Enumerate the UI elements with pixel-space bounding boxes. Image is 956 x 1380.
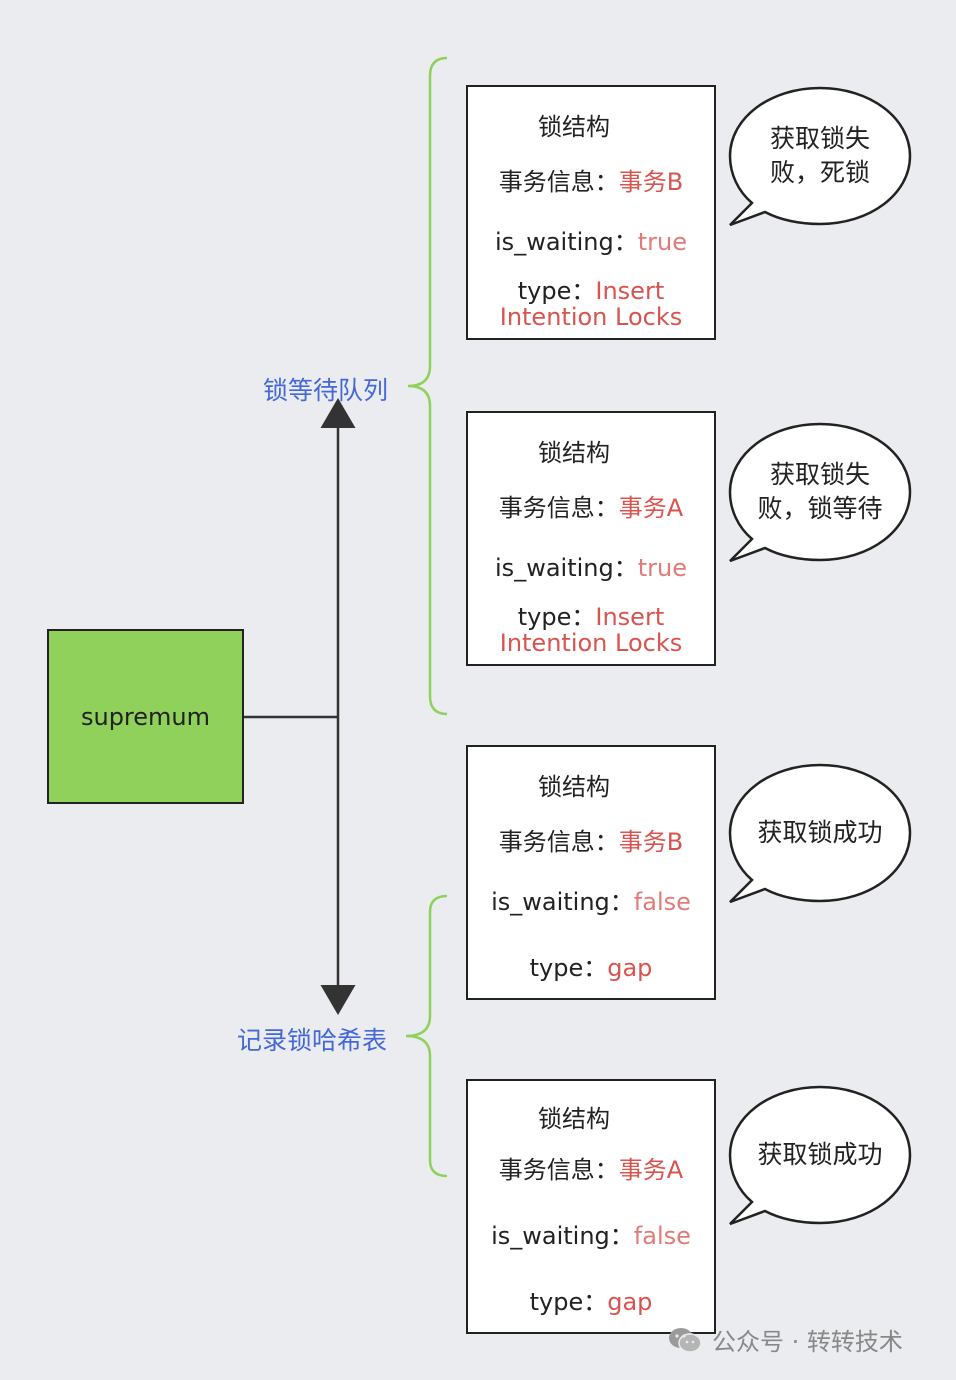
- bubble-line: 获取锁成功: [757, 818, 883, 847]
- bubble-line: 败，锁等待: [757, 494, 883, 523]
- txn-key: 事务信息：: [498, 168, 619, 196]
- lock-struct-1: 锁结构 事务信息：事务B is_waiting：true type：Insert…: [466, 85, 716, 340]
- bubble-line: 获取锁失: [769, 460, 870, 489]
- waiting-value: false: [633, 1222, 691, 1250]
- wechat-icon: [669, 1327, 702, 1353]
- supremum-label: supremum: [80, 702, 211, 731]
- speech-bubble-4: [728, 1085, 912, 1226]
- type-value-line2: Intention Locks: [499, 629, 683, 657]
- waiting-value: false: [633, 888, 691, 916]
- speech-bubble-3: [728, 763, 912, 904]
- waiting-key: is_waiting：: [495, 228, 638, 256]
- waiting-key: is_waiting：: [491, 1222, 634, 1250]
- lock-struct-3: 锁结构 事务信息：事务B is_waiting：false type：gap: [466, 745, 716, 1000]
- speech-bubble-2: [728, 422, 912, 563]
- type-key: type：: [529, 1288, 608, 1316]
- bubble-text-1: 获取锁失 败，死锁: [730, 122, 910, 190]
- txn-value: 事务B: [618, 168, 684, 196]
- waiting-key: is_waiting：: [491, 888, 634, 916]
- bubble-line: 获取锁失: [769, 124, 870, 153]
- bubble-line: 获取锁成功: [757, 1140, 883, 1169]
- supremum-node: supremum: [47, 629, 244, 804]
- lock-struct-4: 锁结构 事务信息：事务A is_waiting：false type：gap: [466, 1079, 716, 1334]
- txn-value: 事务A: [618, 494, 684, 522]
- lock-struct-title: 锁结构: [538, 1105, 610, 1133]
- lock-struct-title: 锁结构: [538, 773, 610, 801]
- lock-struct-title: 锁结构: [538, 439, 610, 467]
- wait-queue-label: 锁等待队列: [263, 376, 389, 405]
- waiting-key: is_waiting：: [495, 554, 638, 582]
- txn-value: 事务A: [618, 1156, 684, 1184]
- type-value: Insert: [595, 277, 665, 305]
- bubble-text-3: 获取锁成功: [730, 816, 910, 850]
- speech-bubble-1: [728, 86, 912, 227]
- waiting-value: true: [637, 228, 687, 256]
- type-key: type：: [529, 954, 608, 982]
- txn-value: 事务B: [618, 828, 684, 856]
- lock-struct-title: 锁结构: [538, 113, 610, 141]
- type-value: gap: [607, 954, 653, 982]
- txn-key: 事务信息：: [498, 828, 619, 856]
- type-value-line2: Intention Locks: [499, 303, 683, 331]
- txn-key: 事务信息：: [498, 494, 619, 522]
- bubble-text-2: 获取锁失 败，锁等待: [730, 458, 910, 526]
- bubble-line: 败，死锁: [769, 158, 870, 187]
- txn-key: 事务信息：: [498, 1156, 619, 1184]
- footer-text: 公众号 · 转转技术: [712, 1328, 903, 1356]
- hash-table-label: 记录锁哈希表: [237, 1026, 388, 1055]
- footer-watermark: 公众号 · 转转技术: [668, 1322, 903, 1357]
- type-key: type：: [517, 603, 596, 631]
- type-value: Insert: [595, 603, 665, 631]
- lock-struct-2: 锁结构 事务信息：事务A is_waiting：true type：Insert…: [466, 411, 716, 666]
- type-value: gap: [607, 1288, 653, 1316]
- bubble-text-4: 获取锁成功: [730, 1138, 910, 1172]
- waiting-value: true: [637, 554, 687, 582]
- hash-table-brace: [405, 894, 448, 1178]
- type-key: type：: [517, 277, 596, 305]
- wait-queue-brace: [407, 56, 448, 716]
